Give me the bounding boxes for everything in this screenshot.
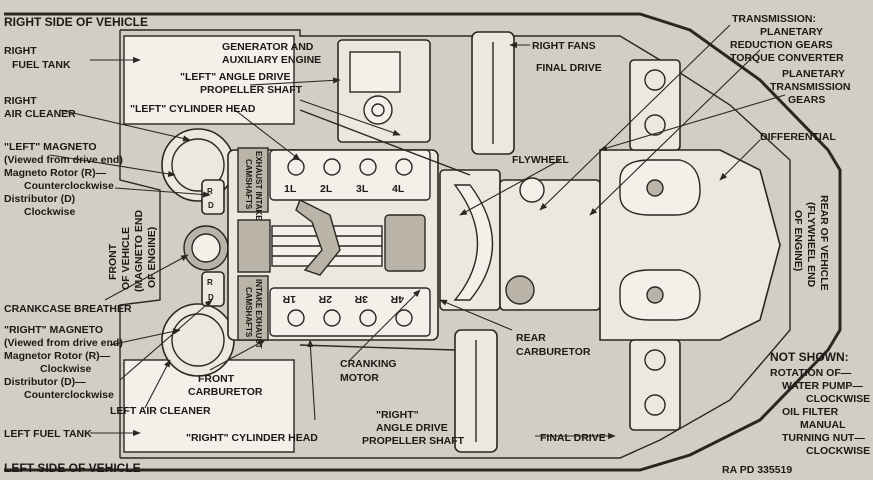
- label-right-magneto-5: Distributor (D)—: [4, 376, 86, 388]
- engine-block: [227, 147, 439, 341]
- edge-front-2: OF VEHICLE: [120, 227, 132, 290]
- label-not-shown-7: CLOCKWISE: [806, 445, 870, 457]
- label-left-fuel-tank: LEFT FUEL TANK: [4, 428, 92, 440]
- right-camshaft-housing: [237, 275, 269, 341]
- right-angle-drive-shaft: [299, 344, 456, 351]
- label-cranking-motor-1: CRANKING: [340, 358, 397, 370]
- label-transmission-5: PLANETARY: [782, 68, 845, 80]
- label-crankcase-breather: CRANKCASE BREATHER: [4, 303, 132, 315]
- label-final-drive-top: FINAL DRIVE: [536, 62, 602, 74]
- edge-front-3: (MAGNETO END: [133, 210, 145, 292]
- label-final-drive-bottom: FINAL DRIVE: [540, 432, 606, 444]
- label-not-shown-4: OIL FILTER: [782, 406, 839, 418]
- edge-front-1: FRONT: [107, 243, 119, 280]
- hull-outline: [4, 12, 842, 472]
- label-left-angle-drive-1: "LEFT" ANGLE DRIVE: [180, 71, 291, 83]
- label-left-magneto-3: Magneto Rotor (R)—: [4, 167, 107, 179]
- label-cranking-motor-2: MOTOR: [340, 372, 379, 384]
- rear-carburetor: [505, 275, 535, 305]
- final-drive-left: [629, 339, 681, 431]
- label-generator-1: GENERATOR AND: [222, 41, 314, 53]
- label-not-shown-title: NOT SHOWN:: [770, 350, 849, 364]
- label-left-cylinder-head: "LEFT" CYLINDER HEAD: [130, 103, 256, 115]
- label-right-air-cleaner-2: AIR CLEANER: [4, 108, 76, 120]
- label-left-magneto-4: Counterclockwise: [24, 180, 114, 192]
- label-right-air-cleaner-1: RIGHT: [4, 95, 37, 107]
- label-right-magneto-1: "RIGHT" MAGNETO: [4, 324, 103, 336]
- label-not-shown-6: TURNING NUT—: [782, 432, 865, 444]
- label-front-carburetor-1: FRONT: [198, 373, 235, 385]
- label-not-shown-2: WATER PUMP—: [782, 380, 863, 392]
- cylinder-3l: 3L: [356, 183, 369, 195]
- final-drive-right: [629, 59, 681, 151]
- label-transmission-7: GEARS: [788, 94, 825, 106]
- label-transmission-4: TORQUE CONVERTER: [730, 52, 844, 64]
- label-left-magneto-6: Clockwise: [24, 206, 76, 218]
- edge-left-side: LEFT SIDE OF VEHICLE: [4, 461, 141, 475]
- edge-rear-3: OF ENGINE): [792, 210, 804, 271]
- label-generator-2: AUXILIARY ENGINE: [222, 54, 321, 66]
- label-right-angle-drive-1: "RIGHT": [376, 409, 419, 421]
- magneto-mark-d-left: D: [208, 201, 214, 210]
- label-not-shown-1: ROTATION OF—: [770, 367, 852, 379]
- right-magneto: [161, 303, 235, 377]
- edge-rear-1: REAR OF VEHICLE: [818, 195, 830, 291]
- left-camshaft-tag-2: CAMSHAFTS: [244, 159, 253, 210]
- label-right-magneto-3: Magnetor Rotor (R)—: [4, 350, 111, 362]
- right-fuel-tank: [123, 35, 295, 125]
- right-camshaft-tag-1: INTAKE EXHAUST: [254, 279, 263, 349]
- left-camshaft-housing: [237, 147, 269, 213]
- label-right-cylinder-head: "RIGHT" CYLINDER HEAD: [186, 432, 318, 444]
- label-left-magneto-1: "LEFT" MAGNETO: [4, 141, 97, 153]
- left-distributor: [201, 179, 225, 215]
- label-right-angle-drive-3: PROPELLER SHAFT: [362, 435, 465, 447]
- label-rear-carburetor-1: REAR: [516, 332, 546, 344]
- label-differential: DIFFERENTIAL: [760, 131, 836, 143]
- cylinder-3r: 3R: [354, 293, 368, 305]
- label-right-magneto-4: Clockwise: [40, 363, 92, 375]
- label-not-shown-3: CLOCKWISE: [806, 393, 870, 405]
- label-left-angle-drive-2: PROPELLER SHAFT: [200, 84, 303, 96]
- label-right-angle-drive-2: ANGLE DRIVE: [376, 422, 448, 434]
- flywheel: [453, 184, 494, 301]
- edge-rear-2: (FLYWHEEL END: [805, 202, 817, 288]
- magneto-mark-d-right: D: [208, 293, 214, 302]
- label-transmission-3: REDUCTION GEARS: [730, 39, 833, 51]
- magneto-mark-r-right: R: [207, 278, 213, 287]
- cylinder-4r: 4R: [390, 293, 404, 305]
- cylinder-2r: 2R: [318, 293, 332, 305]
- label-left-air-cleaner: LEFT AIR CLEANER: [110, 405, 211, 417]
- label-not-shown-5: MANUAL: [800, 419, 846, 431]
- leader-lines: [49, 24, 786, 440]
- label-rear-carburetor-2: CARBURETOR: [516, 346, 591, 358]
- reference-number: RA PD 335519: [722, 464, 792, 476]
- right-camshaft-tag-2: CAMSHAFTS: [244, 287, 253, 338]
- label-transmission-2: PLANETARY: [760, 26, 823, 38]
- label-right-fuel-tank-2: FUEL TANK: [12, 59, 71, 71]
- intake-manifold: [295, 199, 341, 276]
- label-left-magneto-2: (Viewed from drive end): [4, 154, 123, 166]
- label-flywheel: FLYWHEEL: [512, 154, 569, 166]
- right-distributor: [201, 271, 225, 307]
- label-right-fans: RIGHT FANS: [532, 40, 596, 52]
- edge-front-4: OF ENGINE): [146, 227, 158, 288]
- label-transmission-6: TRANSMISSION: [770, 81, 851, 93]
- left-cylinder-head: [269, 149, 431, 201]
- cylinder-1r: 1R: [282, 293, 296, 305]
- cylinder-2l: 2L: [320, 183, 333, 195]
- left-angle-drive-shaft: [299, 109, 471, 176]
- label-left-magneto-5: Distributor (D): [4, 193, 75, 205]
- label-right-fuel-tank-1: RIGHT: [4, 45, 37, 57]
- cylinder-4l: 4L: [392, 183, 405, 195]
- cylinder-1l: 1L: [284, 183, 297, 195]
- label-transmission-1: TRANSMISSION:: [732, 13, 816, 25]
- right-cylinder-head: [269, 287, 431, 337]
- label-right-magneto-2: (Viewed from drive end): [4, 337, 123, 349]
- label-right-magneto-6: Counterclockwise: [24, 389, 114, 401]
- label-front-carburetor-2: CARBURETOR: [188, 386, 263, 398]
- left-camshaft-tag-1: EXHAUST INTAKE: [254, 151, 263, 221]
- edge-right-side: RIGHT SIDE OF VEHICLE: [4, 15, 148, 29]
